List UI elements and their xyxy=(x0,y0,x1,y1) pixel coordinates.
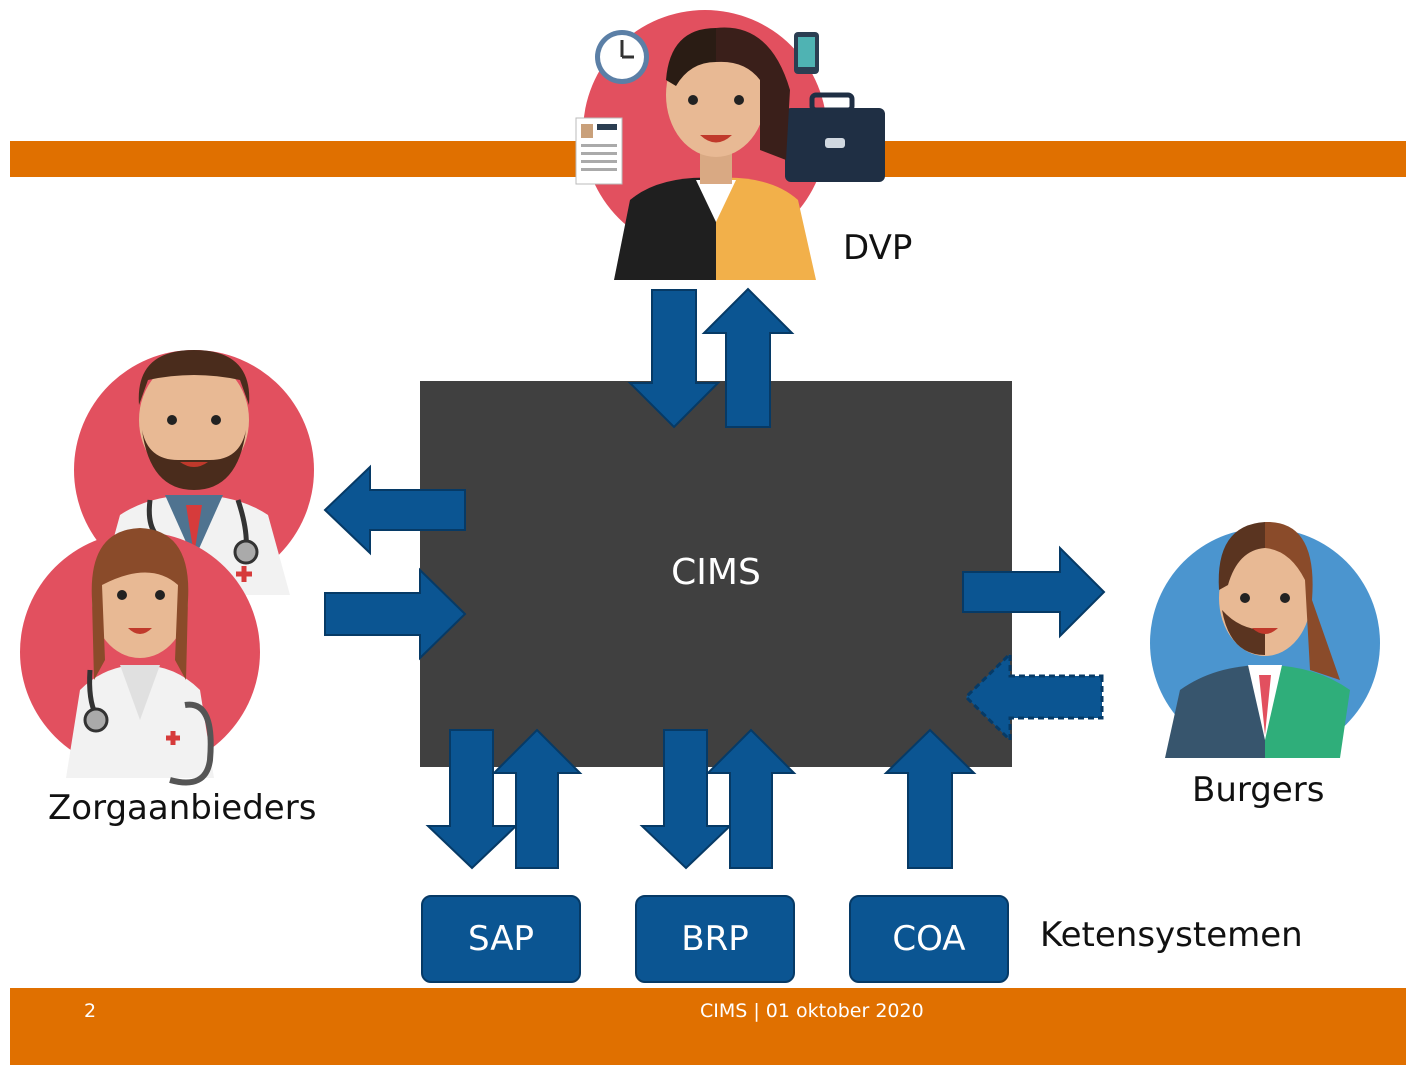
footer-text: CIMS | 01 oktober 2020 xyxy=(700,1000,924,1022)
cv-document-icon xyxy=(575,117,623,185)
arrow-cims-to-dvp xyxy=(701,287,795,428)
zorgaanbieders-label: Zorgaanbieders xyxy=(48,788,317,828)
phone-icon xyxy=(794,32,819,74)
arrow-zorgaanbieders-to-cims xyxy=(324,567,467,661)
arrow-cims-to-brp xyxy=(639,729,733,870)
arrow-cims-to-sap xyxy=(425,729,519,870)
slide-number: 2 xyxy=(84,1000,97,1022)
cims-box xyxy=(420,381,1012,767)
arrow-coa-to-cims xyxy=(883,728,977,869)
arrow-cims-to-zorgaanbieders xyxy=(323,464,466,556)
system-box-brp: BRP xyxy=(635,895,795,983)
arrow-dvp-to-cims xyxy=(627,289,721,429)
dvp-avatar xyxy=(575,10,885,280)
arrow-cims-to-burgers xyxy=(962,545,1106,639)
briefcase-icon xyxy=(785,92,885,182)
footer-bar xyxy=(10,988,1406,1065)
ketensystemen-label: Ketensystemen xyxy=(1040,915,1303,955)
system-box-sap: SAP xyxy=(421,895,581,983)
burgers-label: Burgers xyxy=(1192,770,1325,810)
clock-icon xyxy=(595,30,649,84)
system-box-coa: COA xyxy=(849,895,1009,983)
arrow-sap-to-cims xyxy=(491,728,583,869)
female-doctor-avatar xyxy=(20,528,260,786)
cims-label: CIMS xyxy=(671,552,761,593)
burgers-avatar xyxy=(1150,521,1380,758)
arrow-brp-to-cims xyxy=(705,728,797,869)
dvp-label: DVP xyxy=(843,228,913,268)
arrow-burgers-to-cims-dashed xyxy=(963,650,1104,744)
